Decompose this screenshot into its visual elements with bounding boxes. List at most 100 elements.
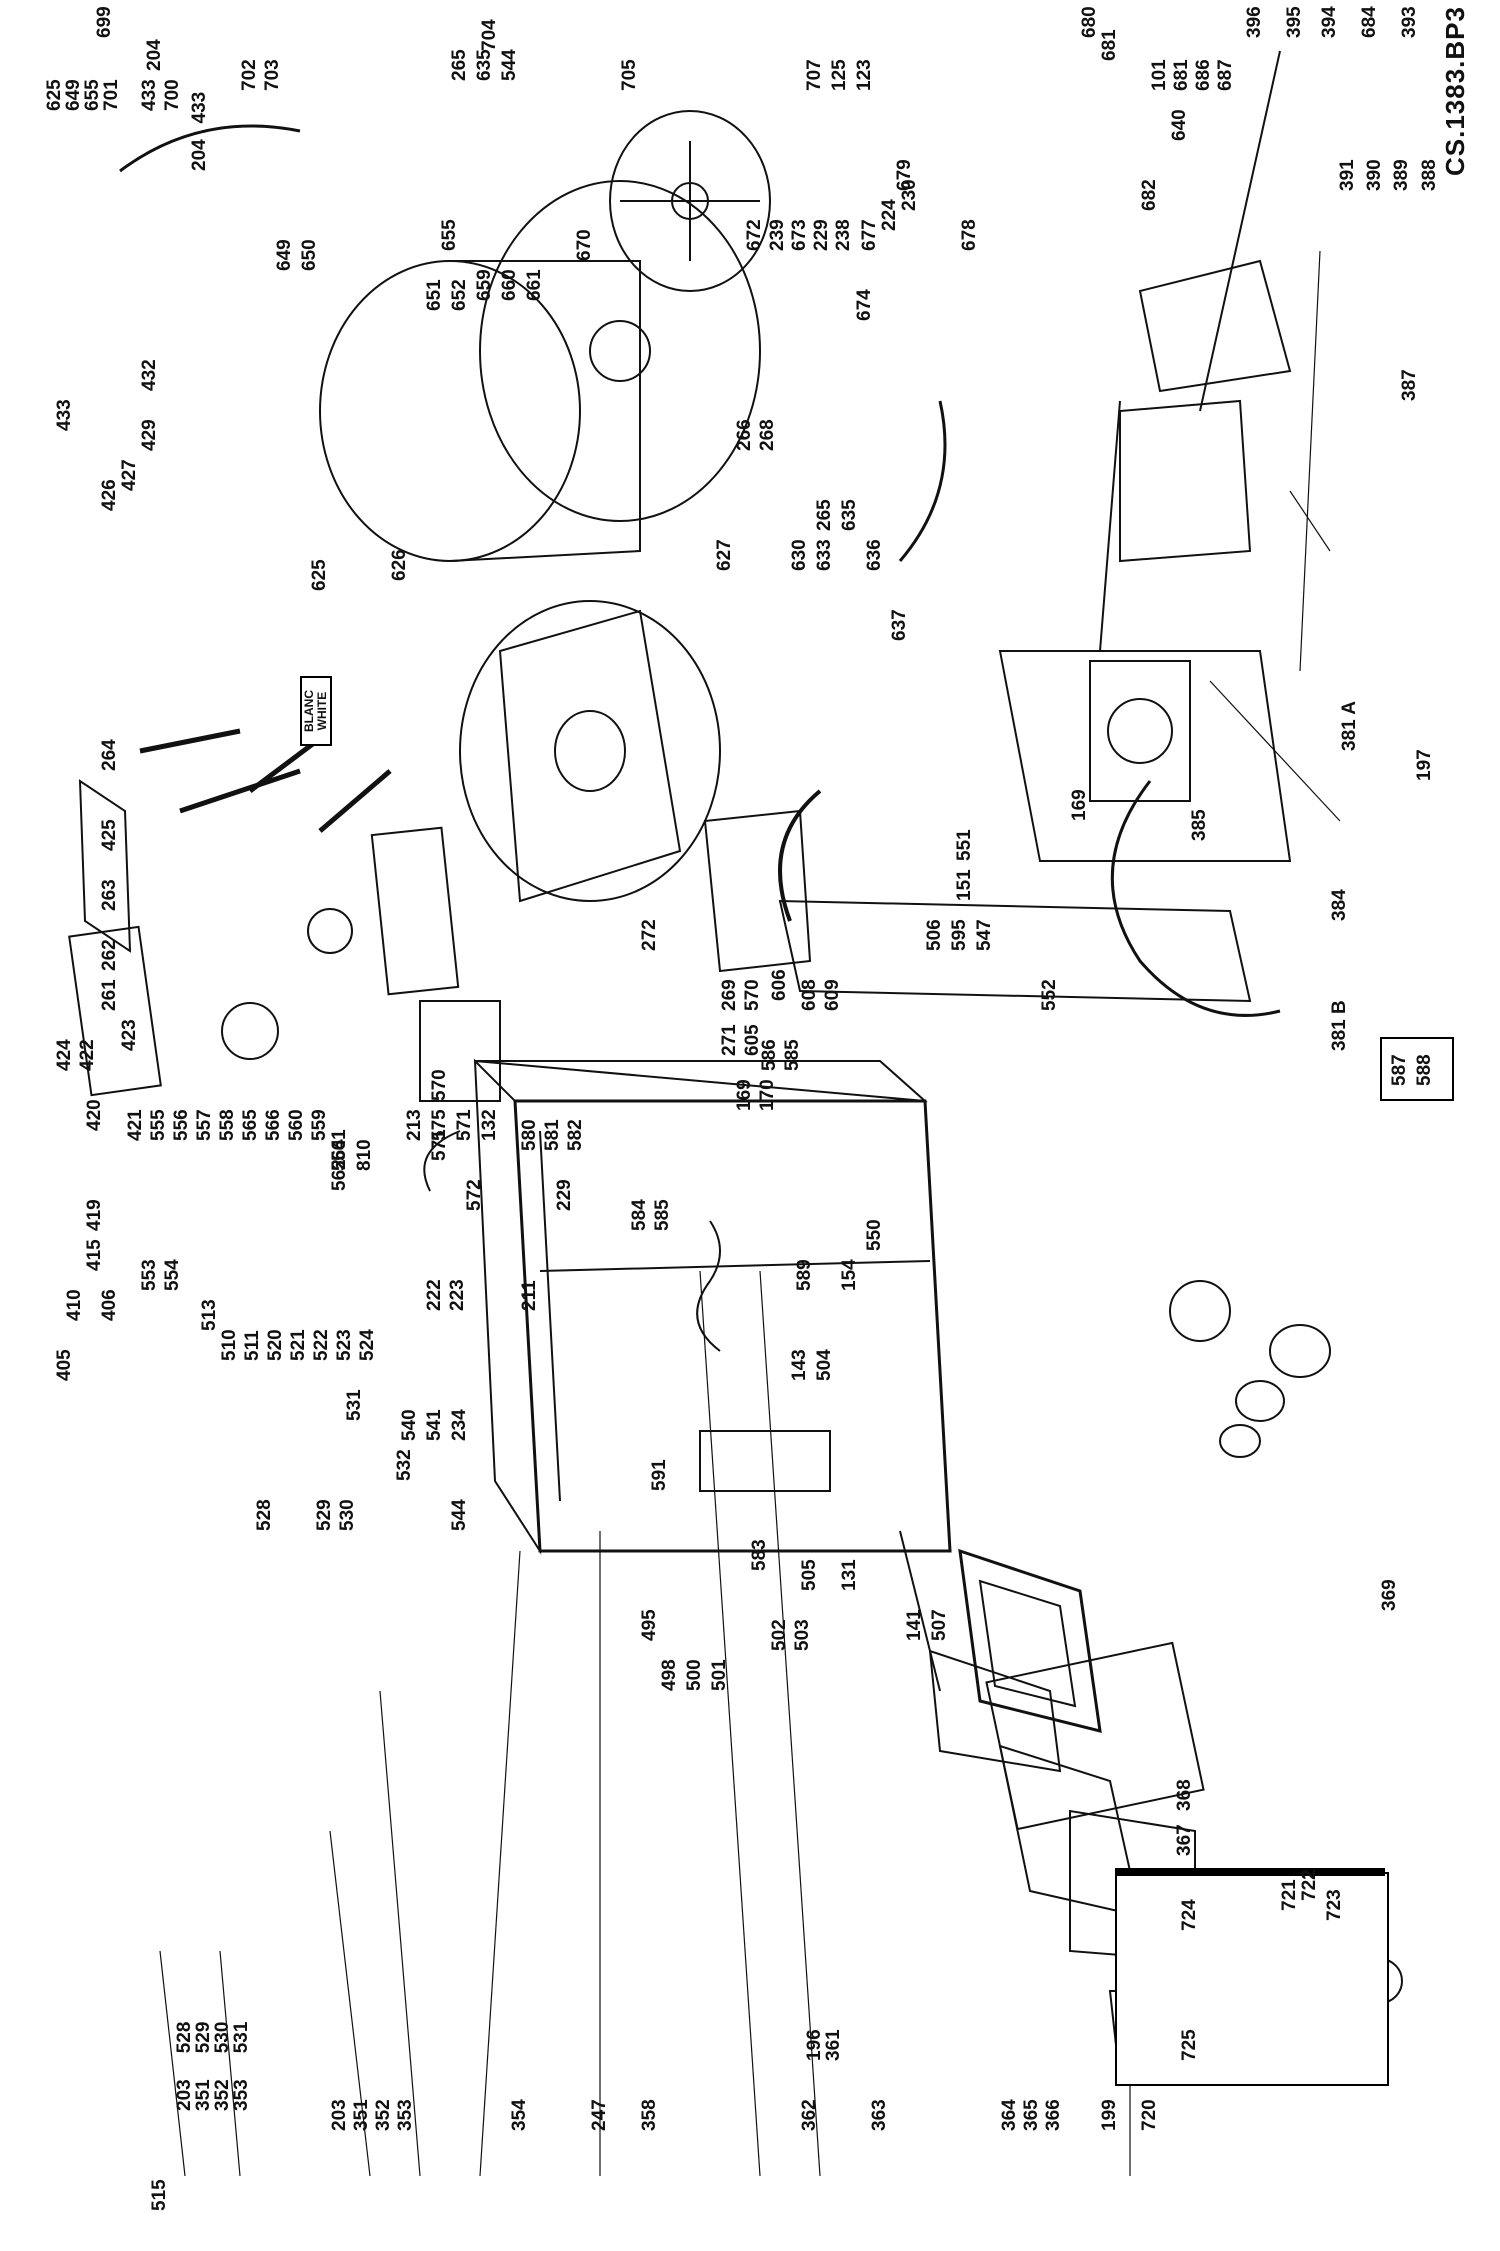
callout-547: 547: [974, 919, 995, 951]
callout-636: 636: [864, 539, 885, 571]
callout-686: 686: [1193, 59, 1214, 91]
callout-141: 141: [904, 1609, 925, 1641]
callout-143: 143: [789, 1349, 810, 1381]
callout-234: 234: [449, 1409, 470, 1441]
callout-394: 394: [1319, 6, 1340, 38]
callout-264: 264: [99, 739, 120, 771]
callout-705: 705: [619, 59, 640, 91]
callout-524: 524: [357, 1329, 378, 1361]
legend-cell: 529: [193, 2021, 214, 2054]
motor-and-drain: [998, 50, 1292, 862]
callout-541: 541: [424, 1409, 445, 1441]
callout-550: 550: [864, 1219, 885, 1251]
callout-268: 268: [757, 419, 778, 451]
callout-723: 723: [1324, 1889, 1345, 1921]
group-196-item: 196: [804, 2029, 825, 2061]
callout-358: 358: [639, 2099, 660, 2131]
legend-cell: 203: [174, 2079, 195, 2111]
callout-558: 558: [217, 1109, 238, 1141]
tub-and-drum: [319, 110, 771, 903]
callout-393: 393: [1399, 6, 1420, 38]
callout-584: 584: [629, 1199, 650, 1231]
callout-722: 722: [1299, 1869, 1320, 1901]
callout-224: 224: [879, 199, 900, 231]
callout-507: 507: [929, 1609, 950, 1641]
callout-222: 222: [424, 1279, 445, 1311]
callout-561: 561: [329, 1129, 350, 1161]
callout-501: 501: [709, 1659, 730, 1691]
callout-419: 419: [84, 1199, 105, 1231]
callout-681b: 681: [1171, 59, 1192, 91]
callout-352: 352: [373, 2099, 394, 2131]
callout-513: 513: [199, 1299, 220, 1331]
callout-504: 504: [814, 1349, 835, 1381]
callout-511: 511: [242, 1330, 263, 1361]
callout-266: 266: [734, 419, 755, 451]
callout-495: 495: [639, 1609, 660, 1641]
callout-582: 582: [565, 1119, 586, 1151]
callout-389: 389: [1391, 159, 1412, 191]
callout-672: 672: [744, 219, 765, 251]
callout-262: 262: [99, 939, 120, 971]
legend-cell: 353: [231, 2079, 252, 2111]
callout-554: 554: [162, 1259, 183, 1291]
callout-505: 505: [799, 1559, 820, 1591]
callout-532: 532: [394, 1449, 415, 1481]
callout-531: 531: [344, 1389, 365, 1421]
callout-211: 211: [519, 1280, 540, 1311]
callout-369: 369: [1379, 1579, 1400, 1611]
group-196: 196 361: [804, 2029, 844, 2061]
callout-230: 230: [899, 179, 920, 211]
callout-681: 681: [1099, 29, 1120, 61]
inset-box-edge: [1115, 1868, 1385, 1876]
callout-387: 387: [1399, 369, 1420, 401]
callout-556: 556: [171, 1109, 192, 1141]
callout-523: 523: [334, 1329, 355, 1361]
callout-555: 555: [148, 1109, 169, 1141]
callout-500: 500: [684, 1659, 705, 1691]
callout-627: 627: [714, 539, 735, 571]
callout-670: 670: [574, 229, 595, 261]
color-banner: BLANC WHITE: [300, 676, 332, 746]
callout-661: 661: [524, 269, 545, 301]
callout-395: 395: [1284, 6, 1305, 38]
callout-125: 125: [829, 59, 850, 91]
callout-223: 223: [447, 1279, 468, 1311]
pump-assembly: [1169, 1280, 1331, 1458]
cabinet-body: [473, 1058, 952, 1555]
callout-420: 420: [84, 1099, 105, 1131]
callout-687: 687: [1215, 59, 1236, 91]
callout-520: 520: [265, 1329, 286, 1361]
legend-cell: 352: [212, 2079, 233, 2111]
leader-lines: [159, 250, 1341, 2177]
callout-432: 432: [139, 359, 160, 391]
callout-725: 725: [1179, 2029, 1200, 2061]
callout-515: 515: [149, 2179, 170, 2211]
callout-544: 544: [449, 1499, 470, 1531]
callout-659: 659: [474, 269, 495, 301]
group-196-item: 361: [823, 2029, 844, 2061]
callout-364: 364: [999, 2099, 1020, 2131]
callout-700: 700: [162, 79, 183, 111]
callout-595: 595: [949, 919, 970, 951]
inset-box-720: [1115, 1872, 1389, 2086]
callout-682: 682: [1139, 179, 1160, 211]
callout-410: 410: [64, 1289, 85, 1321]
callout-721: 721: [1279, 1879, 1300, 1911]
callout-204b: 204 . 433: [189, 91, 210, 171]
callout-704: 704: [479, 19, 500, 51]
callout-551: 551: [954, 829, 975, 861]
callout-650: 650: [299, 239, 320, 271]
callout-606: 606: [769, 969, 790, 1001]
callout-433a: 433: [139, 79, 160, 111]
callout-608: 608: [799, 979, 820, 1011]
callout-425: 425: [99, 819, 120, 851]
callout-381a: 381 A: [1339, 701, 1360, 751]
callout-522: 522: [311, 1329, 332, 1361]
group-699-item: 655: [82, 79, 103, 111]
callout-247: 247: [589, 2099, 610, 2131]
